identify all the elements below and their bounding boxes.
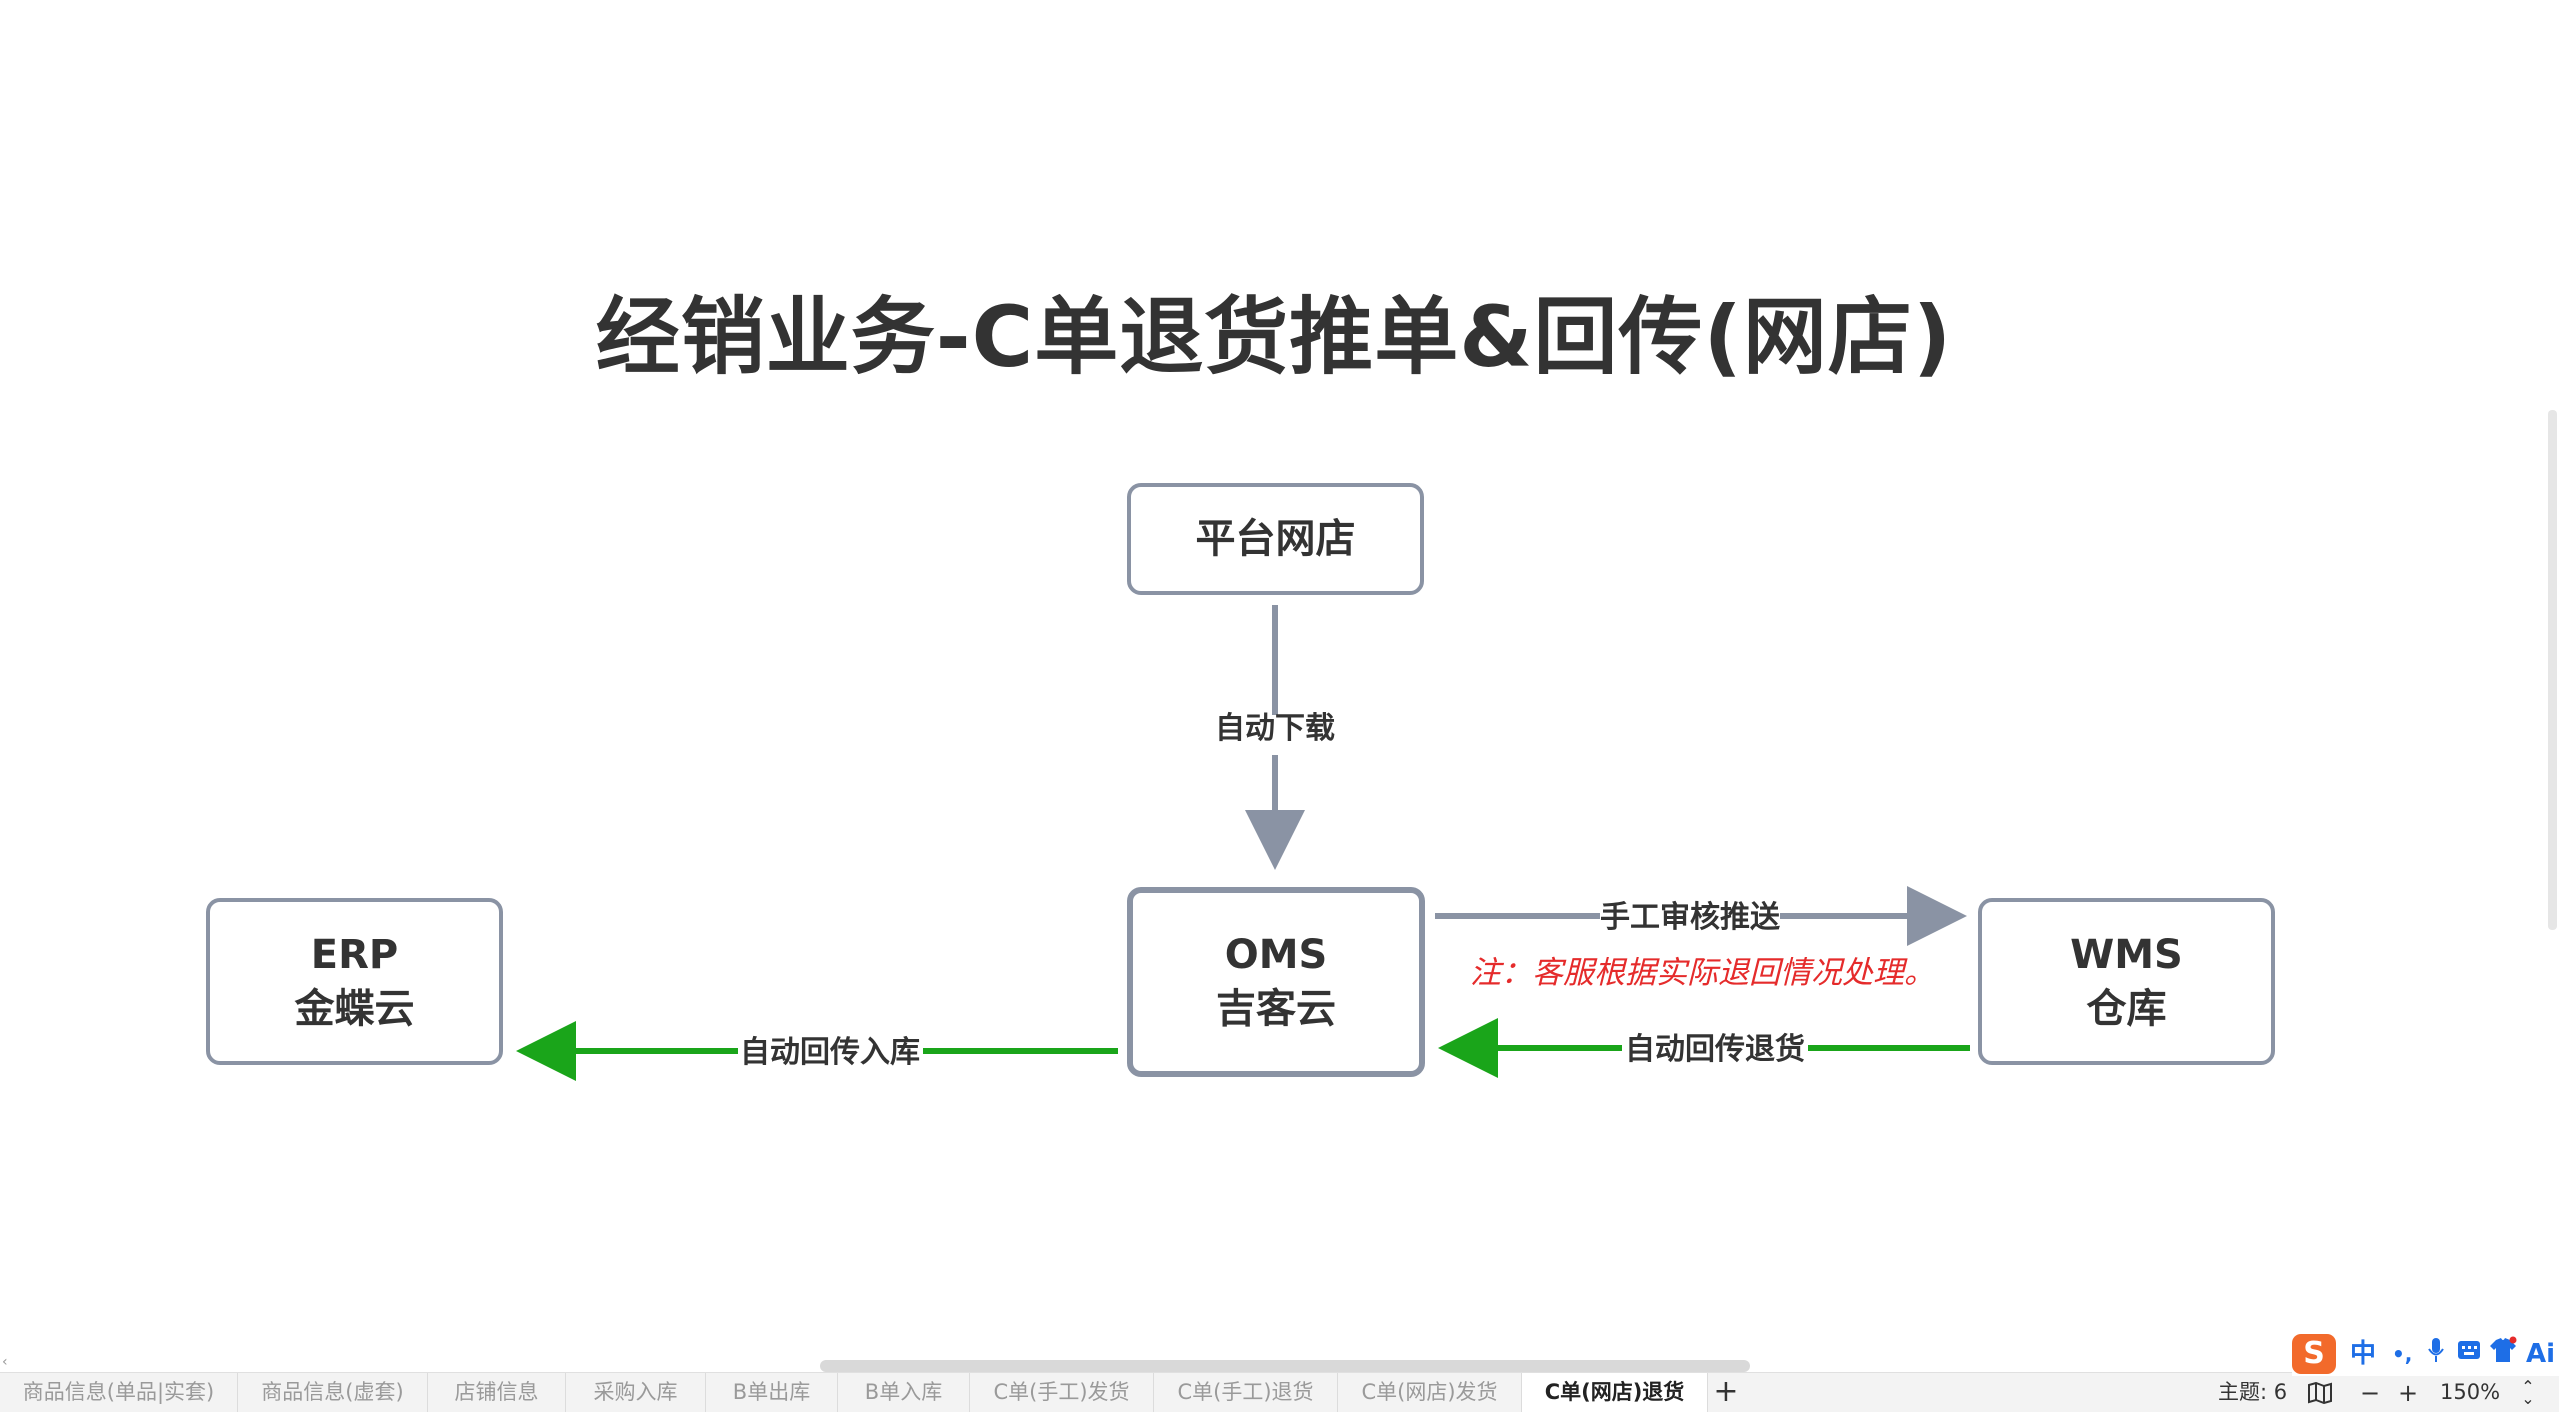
sogou-logo-icon[interactable]: S [2292, 1334, 2336, 1374]
node-oms-line1: OMS [1224, 932, 1328, 978]
node-platform-store[interactable]: 平台网店 [1127, 483, 1424, 595]
sheet-tab-b-inbound[interactable]: B单入库 [838, 1373, 970, 1412]
ime-mode-chinese[interactable]: 中 [2350, 1339, 2377, 1369]
sheet-tab-c-manual-return[interactable]: C单(手工)退货 [1154, 1373, 1338, 1412]
node-erp-line2: 金蝶云 [294, 985, 415, 1032]
map-icon[interactable] [2306, 1379, 2334, 1407]
edge-inbound-back[interactable]: 自动回传入库 [516, 1021, 1118, 1081]
edge-download-label: 自动下载 [1215, 711, 1335, 746]
vertical-scrollbar-thumb[interactable] [2548, 410, 2557, 930]
zoom-stepper-icon[interactable]: ⌃⌄ [2521, 1377, 2535, 1408]
sheet-tab-product-virtual[interactable]: 商品信息(虚套) [238, 1373, 428, 1412]
diagram-canvas[interactable]: 经销业务-C单退货推单&回传(网店) 自动下载 手工审核推送 注：客服根据实际退… [0, 0, 2559, 1360]
node-erp-line1: ERP [310, 931, 399, 978]
ime-ai-button[interactable]: Ai [2526, 1339, 2556, 1369]
horizontal-scrollbar-thumb[interactable] [820, 1360, 1750, 1372]
diagram-title[interactable]: 经销业务-C单退货推单&回传(网店) [595, 288, 1953, 386]
node-wms-line1: WMS [2070, 931, 2183, 978]
edge-return-back-label: 自动回传退货 [1625, 1032, 1805, 1067]
zoom-out-icon[interactable]: − [2359, 1379, 2381, 1407]
skin-shirt-icon[interactable] [2488, 1336, 2518, 1372]
note-text: 注：客服根据实际退回情况处理。 [1470, 955, 1935, 991]
sheet-tab-product-single[interactable]: 商品信息(单品|实套) [0, 1373, 238, 1412]
diagram-edges: 自动下载 手工审核推送 注：客服根据实际退回情况处理。 自动回传退货 自动回传入… [516, 605, 1970, 1081]
sheet-tab-store-info[interactable]: 店铺信息 [428, 1373, 566, 1412]
edge-return-back[interactable]: 自动回传退货 [1438, 1018, 1970, 1078]
add-sheet-button[interactable]: + [1713, 1374, 1739, 1409]
zoom-level[interactable]: 150% [2440, 1380, 2501, 1404]
sheet-tab-purchase-inbound[interactable]: 采购入库 [566, 1373, 706, 1412]
node-oms-line2: 吉客云 [1216, 986, 1336, 1032]
sheet-tab-c-manual-ship[interactable]: C单(手工)发货 [970, 1373, 1154, 1412]
zoom-in-icon[interactable]: + [2397, 1379, 2419, 1407]
sheet-tab-c-online-return[interactable]: C单(网店)退货 [1522, 1373, 1708, 1412]
microphone-icon[interactable] [2426, 1336, 2446, 1372]
theme-count: 主题: 6 [2218, 1380, 2288, 1404]
edge-inbound-back-label: 自动回传入库 [740, 1035, 920, 1070]
node-platform-label: 平台网店 [1195, 516, 1356, 562]
keyboard-icon[interactable] [2456, 1336, 2482, 1372]
sheet-tab-bar: 商品信息(单品|实套) 商品信息(虚套) 店铺信息 采购入库 B单出库 B单入库… [0, 1372, 2559, 1412]
sheet-tab-b-outbound[interactable]: B单出库 [706, 1373, 838, 1412]
node-wms[interactable]: WMS 仓库 [1978, 898, 2275, 1065]
ime-punctuation[interactable]: •, [2392, 1342, 2413, 1366]
ime-toolbar[interactable]: S 中 •, Ai [2292, 1332, 2559, 1376]
sheet-tab-c-online-ship[interactable]: C单(网店)发货 [1338, 1373, 1522, 1412]
edge-push-label: 手工审核推送 [1600, 900, 1780, 935]
node-erp[interactable]: ERP 金蝶云 [206, 898, 503, 1065]
node-wms-line2: 仓库 [2086, 985, 2167, 1032]
node-oms[interactable]: OMS 吉客云 [1127, 887, 1425, 1077]
scroll-left-icon[interactable]: ‹ [2, 1354, 8, 1370]
edge-push[interactable]: 手工审核推送 [1435, 886, 1967, 946]
edge-download[interactable]: 自动下载 [1215, 605, 1335, 870]
